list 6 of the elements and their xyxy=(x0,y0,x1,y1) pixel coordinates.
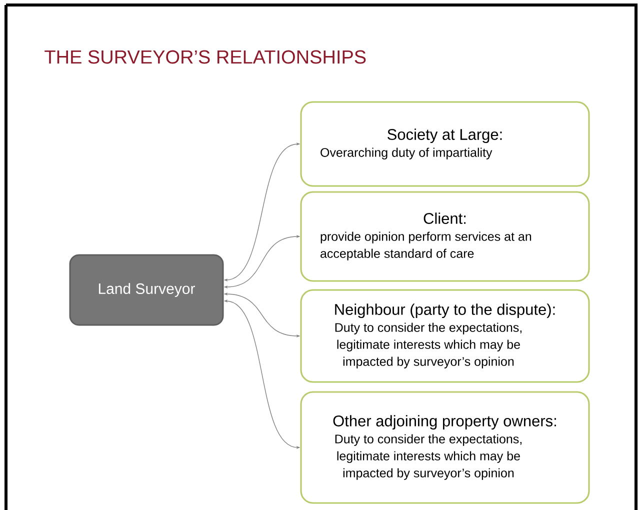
relationship-box: Client: provide opinion perform services at an acceptable standard of care xyxy=(300,191,590,282)
relationship-box: Society at Large: Overarching duty of impartiality xyxy=(300,101,590,187)
entity-box: Land Surveyor xyxy=(69,254,224,326)
relationship-box: Other adjoining property owners: Duty to consider the expectations, legitimate interests which may be impacted by surveyor’s opinion xyxy=(300,391,590,504)
slide-title: THE SURVEYOR’S RELATIONSHIPS xyxy=(44,50,366,64)
relationship-box: Neighbour (party to the dispute): Duty to consider the expectations, legitimate interests which may be impacted by surveyor’s opinion xyxy=(300,289,590,383)
